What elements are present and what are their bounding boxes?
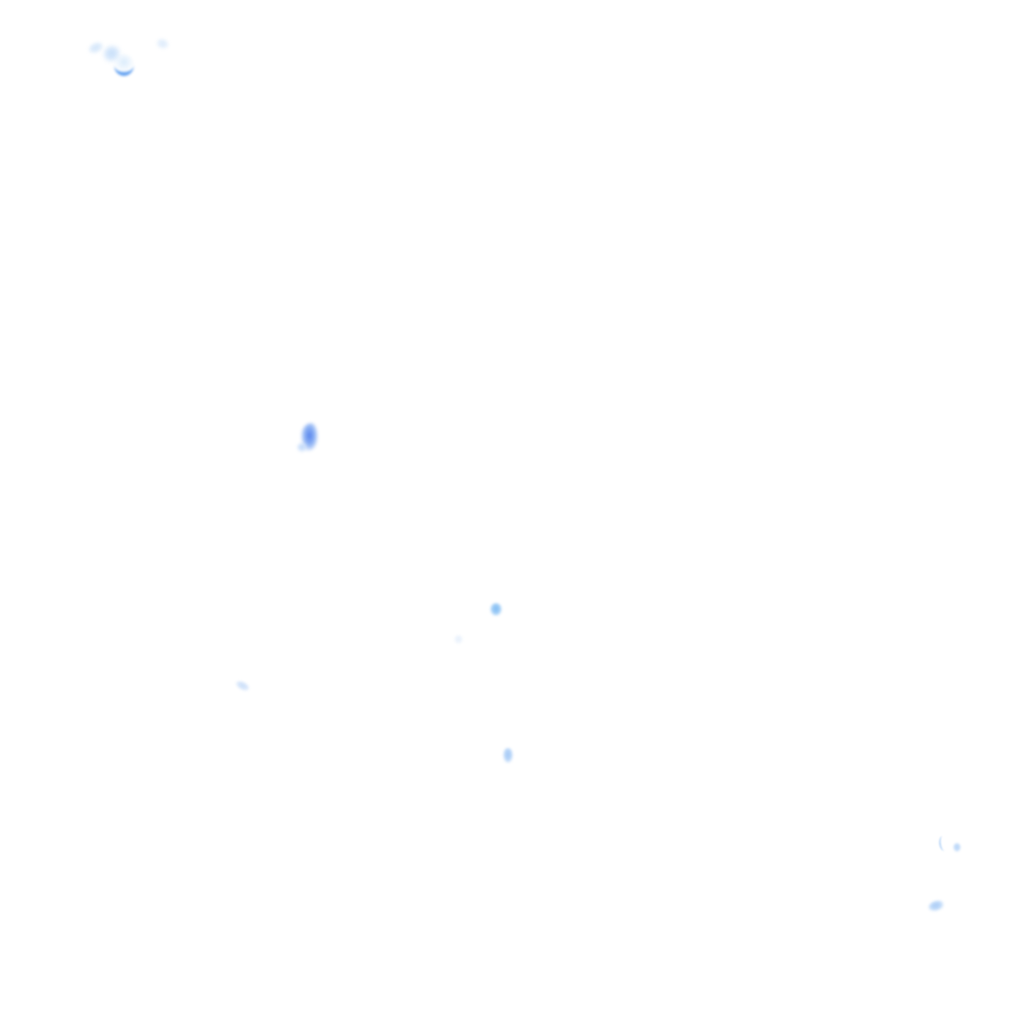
- ink-wisp-top-left-3: [154, 37, 171, 51]
- ink-blob-center-left-foot: [297, 443, 307, 452]
- ink-wisp-top-left-1: [86, 40, 106, 56]
- ink-dash-lower-center: [503, 748, 513, 763]
- ink-blob-center-left: [301, 423, 318, 451]
- ink-dot-center: [490, 603, 502, 616]
- ink-tick-bottom-right: [926, 899, 946, 913]
- ink-squiggle-lower-left: [234, 678, 251, 694]
- ink-arc-bottom-right: [938, 835, 949, 852]
- ink-speck-center: [454, 635, 463, 644]
- ink-dot-bottom-right: [953, 843, 961, 852]
- ink-wisp-top-left-2: [100, 42, 124, 66]
- ink-crescent-top-left: [114, 54, 134, 76]
